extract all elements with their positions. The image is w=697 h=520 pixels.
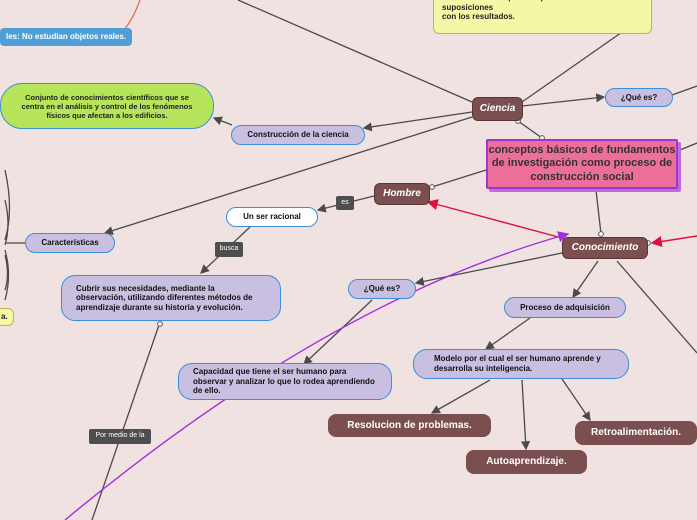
edge-left-branch-1 bbox=[4, 169, 11, 241]
modelo-node[interactable]: Modelo por el cual el ser humano aprende… bbox=[413, 349, 629, 379]
edge-modelo-to-retro bbox=[559, 375, 591, 422]
edge-ciencia-to-caracteristicas bbox=[103, 116, 473, 235]
edge-ciencia-to-que-es bbox=[521, 93, 606, 107]
ciencia-node[interactable]: Ciencia bbox=[472, 97, 523, 121]
edge-central-to-conocimiento bbox=[595, 189, 602, 235]
capacidad-node[interactable]: Capacidad que tiene el ser humano para o… bbox=[178, 363, 392, 400]
edge-left-branch-4 bbox=[4, 254, 9, 291]
por-medio-tag: Por medio de la bbox=[89, 429, 151, 444]
edge-left-branch-3 bbox=[4, 249, 10, 301]
no-estudian-node[interactable]: les: No estudian objetos reales. bbox=[0, 28, 132, 46]
edge-modelo-to-auto bbox=[521, 379, 531, 451]
edge-proceso-to-modelo bbox=[484, 317, 531, 350]
conocimiento-node[interactable]: Conocimiento bbox=[562, 237, 648, 259]
que-es-mid-node[interactable]: ¿Qué es? bbox=[348, 279, 416, 299]
edge-central-right bbox=[679, 142, 697, 151]
hombre-node[interactable]: Hombre bbox=[374, 183, 430, 205]
conjunto-node[interactable]: Conjunto de conocimientos científicos qu… bbox=[0, 83, 214, 129]
edge-left-branch-2 bbox=[4, 199, 9, 246]
construccion-node[interactable]: Construcción de la ciencia bbox=[231, 125, 365, 145]
es-tag: es bbox=[336, 196, 354, 210]
edge-purple-curve bbox=[64, 231, 570, 520]
central-topic[interactable]: conceptos básicos de fundamentos de inve… bbox=[486, 139, 678, 189]
caracteristicas-node[interactable]: Características bbox=[25, 233, 115, 253]
edge-conocimiento-to-proceso bbox=[572, 260, 599, 299]
edge-que-es-right bbox=[671, 85, 697, 96]
proceso-node[interactable]: Proceso de adquisición bbox=[504, 297, 626, 318]
connector-dot bbox=[598, 231, 604, 237]
edge-ciencia-to-conclusion bbox=[521, 29, 626, 103]
auto-node[interactable]: Autoaprendizaje. bbox=[466, 450, 587, 474]
retro-node[interactable]: Retroalimentación. bbox=[575, 421, 697, 445]
edge-ciencia-to-construccion bbox=[362, 111, 473, 132]
edge-modelo-to-resolucion bbox=[430, 379, 491, 414]
connector-dot bbox=[157, 321, 163, 327]
edge-red-conocimiento-to-hombre bbox=[426, 199, 563, 239]
edge-red-right bbox=[650, 235, 697, 248]
left-fragment-node[interactable]: a. bbox=[0, 308, 14, 326]
edge-que-es-to-capacidad bbox=[303, 299, 373, 365]
resolucion-node[interactable]: Resolucion de problemas. bbox=[328, 414, 491, 437]
racional-node[interactable]: Un ser racional bbox=[226, 207, 318, 227]
connector-dot bbox=[429, 184, 435, 190]
edge-construccion-to-conjunto bbox=[212, 116, 233, 126]
edge-conocimiento-to-que-es bbox=[414, 252, 563, 286]
edge-ciencia-to-central bbox=[517, 120, 543, 139]
edge-cubrir-down bbox=[91, 321, 161, 520]
edge-central-to-hombre bbox=[431, 169, 487, 188]
edge-top-to-ciencia bbox=[237, 0, 473, 103]
cubrir-node[interactable]: Cubrir sus necesidades, mediante la obse… bbox=[61, 275, 281, 321]
conclusion-node[interactable]: Conclusión: Compara las predicciones o s… bbox=[433, 0, 652, 34]
edge-conocimiento-right bbox=[616, 260, 697, 354]
busca-tag: busca bbox=[215, 242, 243, 257]
que-es-top-node[interactable]: ¿Qué es? bbox=[605, 88, 673, 107]
